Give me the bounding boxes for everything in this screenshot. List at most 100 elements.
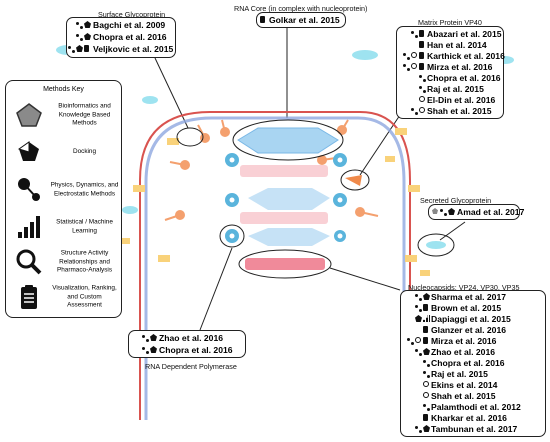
dynamics-icon [415, 305, 422, 312]
dynamics-icon [423, 404, 430, 411]
reference-entry: Golkar et al. 2015 [257, 15, 345, 26]
dynamics-icon [419, 86, 426, 93]
clipboard-icon [260, 16, 265, 23]
nucleocapsid-bar [240, 165, 328, 177]
reference-entry: Zhao et al. 2016 [401, 347, 545, 358]
reference-label: Glanzer et al. 2016 [431, 325, 506, 335]
viral-membrane-outer [139, 111, 411, 420]
dynamics-icon [407, 338, 414, 345]
reference-label: Ekins et al. 2014 [431, 380, 498, 390]
dynamics-icon [403, 64, 410, 71]
dynamics-icon [76, 22, 83, 29]
clipboard-icon [423, 326, 428, 333]
dynamics-icon [411, 31, 418, 38]
docking-icon [84, 33, 91, 40]
clipboard-icon [423, 337, 428, 344]
reference-entry: Han et al. 2014 [397, 40, 503, 51]
nucleocapsid-bar [245, 258, 325, 270]
matrix-protein-highlight [340, 169, 370, 191]
rna-core-pentagon [248, 188, 330, 210]
reference-label: Brown et al. 2015 [431, 303, 502, 313]
dynamics-icon [415, 349, 422, 356]
method-label: Structure Activity Relationships and Pha… [56, 249, 113, 274]
reference-label: Golkar et al. 2015 [269, 15, 340, 25]
reference-entry: Mirza et al. 2016 [401, 336, 545, 347]
docking-icon [17, 141, 39, 161]
dynamics-icon [411, 108, 418, 115]
reference-entry: Bagchi et al. 2009 [67, 20, 175, 31]
docking-icon [150, 346, 157, 353]
dynamics-icon [76, 34, 83, 41]
reference-label: Zhao et al. 2016 [159, 333, 224, 343]
docking-icon [150, 334, 157, 341]
method-label: Physics, Dynamics, and Electrostatic Met… [50, 181, 119, 198]
reference-label: Palamthodi et al. 2012 [431, 402, 521, 412]
reference-entry: Shah et al. 2015 [397, 106, 503, 117]
reference-label: Shah et al. 2015 [427, 106, 492, 116]
nucleocapsid-title: Nucleocapsids: VP24, VP30, VP35 [408, 283, 520, 292]
methods-key: Methods Key Bioinformatics and Knowledge… [5, 80, 122, 318]
magnifier-icon [411, 52, 417, 58]
magnifier-icon [423, 381, 429, 387]
pentagon-icon [432, 208, 438, 214]
reference-entry: Chopra et al. 2016 [397, 73, 503, 84]
magnifier-icon [419, 107, 425, 113]
dynamics-icon [415, 294, 422, 301]
bar-chart-icon [423, 315, 430, 322]
method-item-statistical: Statistical / Machine Learning [6, 207, 121, 247]
clipboard-icon [84, 45, 89, 52]
bar-chart-icon [18, 216, 40, 238]
membrane-markers [120, 128, 430, 276]
reference-label: Chopra et al. 2016 [431, 358, 505, 368]
dynamics-icon [415, 426, 422, 433]
dynamics-icon [142, 335, 149, 342]
reference-label: Sharma et al. 2017 [431, 292, 507, 302]
reference-entry: Palamthodi et al. 2012 [401, 402, 545, 413]
method-label: Bioinformatics and Knowledge Based Metho… [58, 102, 111, 127]
reference-entry: Amad et al. 2017 [429, 207, 524, 218]
reference-entry: Dapiaggi et al. 2015 [401, 314, 545, 325]
reference-entry: Chopra et al. 2016 [401, 358, 545, 369]
reference-entry: Brown et al. 2015 [401, 303, 545, 314]
magnifier-icon [16, 249, 42, 275]
matrix-protein-title: Matrix Protein VP40 [418, 18, 482, 27]
matrix-protein-shape [345, 175, 362, 186]
reference-entry: Chopra et al. 2016 [129, 345, 245, 356]
reference-entry: Mirza et al. 2016 [397, 62, 503, 73]
reference-label: Han et al. 2014 [427, 40, 487, 50]
reference-label: Mirza et al. 2016 [431, 336, 497, 346]
secreted-gp-blob [352, 50, 378, 60]
methods-key-title: Methods Key [43, 86, 84, 93]
docking-icon [84, 21, 91, 28]
docking-icon [423, 293, 430, 300]
reference-entry: Veljkovic et al. 2015 [67, 44, 175, 55]
gear-holes [229, 157, 343, 239]
secreted-gp-title: Secreted Glycoprotein [420, 196, 492, 205]
dynamics-icon [440, 209, 447, 216]
reference-entry: El-Din et al. 2016 [397, 95, 503, 106]
method-item-visualization: Visualization, Ranking, and Custom Asses… [6, 277, 121, 317]
nucleocapsid-bar [240, 212, 328, 224]
secreted-gp-blob [142, 96, 158, 104]
reference-label: Mirza et al. 2016 [427, 62, 493, 72]
surface-glycoprotein-title: Surface Glycoprotein [98, 10, 166, 19]
nucleocapsid-highlight [238, 249, 332, 279]
dynamics-icon [419, 75, 426, 82]
clipboard-icon [419, 52, 424, 59]
reference-entry: Raj et al. 2015 [401, 369, 545, 380]
reference-label: Karthick et al. 2016 [427, 51, 505, 61]
secreted-gp-shape [426, 241, 446, 249]
reference-label: Kharkar et al. 2016 [431, 413, 507, 423]
reference-entry: Raj et al. 2015 [397, 84, 503, 95]
clipboard-icon [423, 414, 428, 421]
clipboard-icon [419, 30, 424, 37]
surface-glycoprotein-highlight [176, 127, 204, 147]
reference-label: Chopra et al. 2016 [93, 32, 167, 42]
reference-entry: Kharkar et al. 2016 [401, 413, 545, 424]
secreted-gp-highlight [417, 233, 455, 257]
reference-label: Amad et al. 2017 [457, 207, 525, 217]
reference-label: Bagchi et al. 2009 [93, 20, 166, 30]
dynamics-icon [423, 360, 430, 367]
